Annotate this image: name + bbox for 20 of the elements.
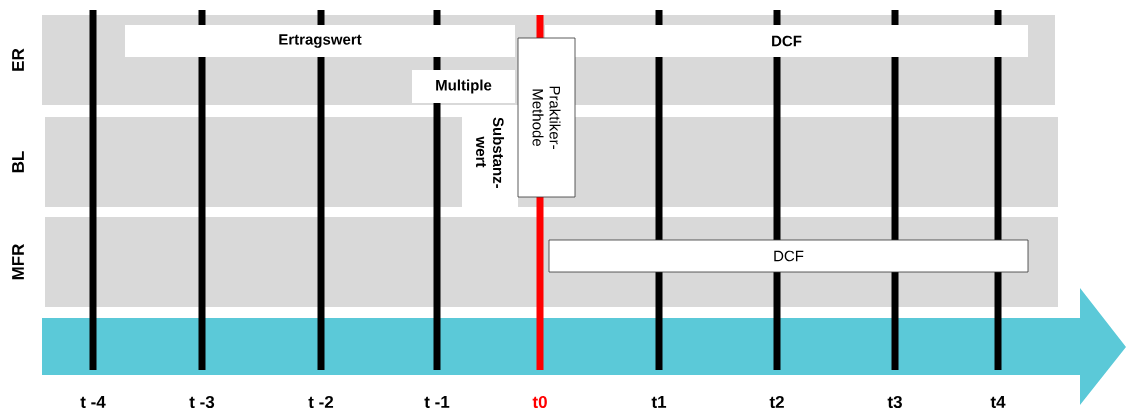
time-label: t1 — [651, 396, 667, 408]
node-label: BL — [12, 151, 24, 173]
time-label: t2 — [769, 396, 784, 408]
time-label: t -3 — [189, 395, 215, 409]
node-label: DCF — [772, 35, 802, 47]
time-label: t0 — [532, 396, 547, 409]
time-label: t4 — [990, 396, 1006, 408]
method-box: Ertragswert — [125, 25, 515, 57]
node-label: ER — [12, 48, 24, 71]
method-box: DCF — [545, 25, 1028, 57]
time-label: t3 — [887, 395, 902, 409]
method-box: Multiple — [412, 70, 515, 103]
method-box: Praktiker- Methode — [517, 37, 576, 198]
rotated-label: Substanz- wert — [476, 117, 504, 189]
node-label: Multiple — [436, 79, 492, 94]
time-label: t -4 — [80, 396, 106, 408]
node-label: MFR — [12, 243, 24, 280]
method-box: DCF — [548, 239, 1029, 273]
time-label: t -2 — [308, 396, 334, 408]
time-label: t -1 — [424, 396, 450, 408]
